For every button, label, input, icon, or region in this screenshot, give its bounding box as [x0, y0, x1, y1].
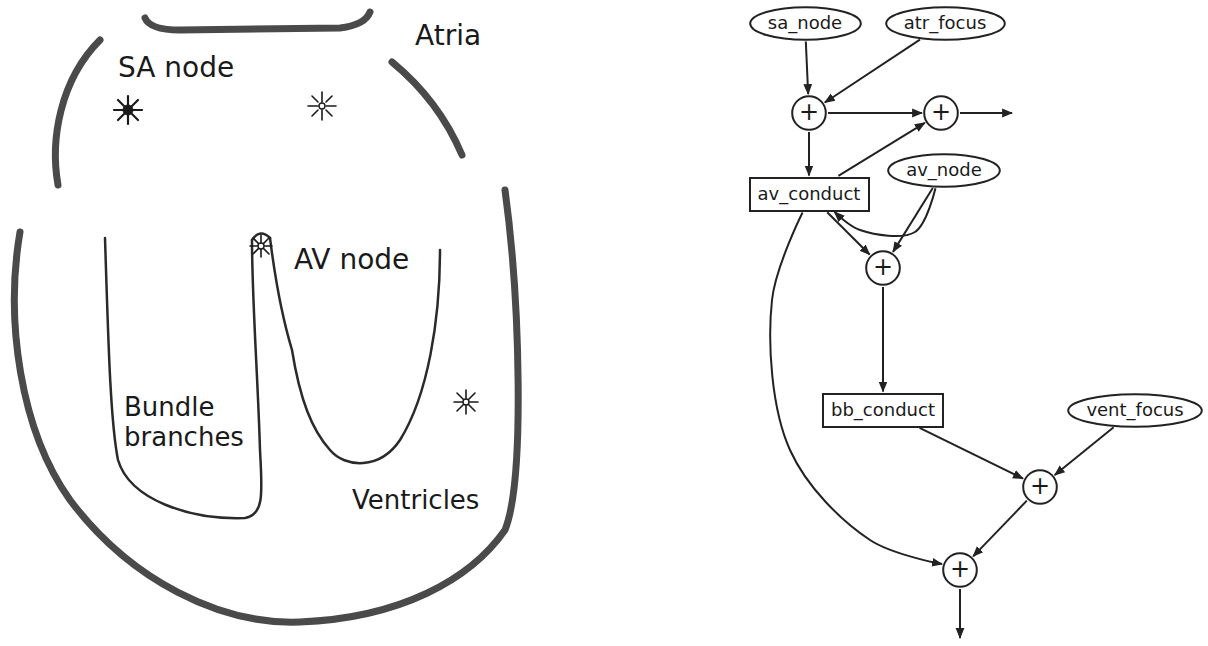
node-text: +: [931, 99, 951, 127]
output-arrow: [960, 112, 1012, 114]
node-text: +: [873, 254, 893, 282]
node-text: av_conduct: [758, 184, 861, 205]
signal-arrow: [882, 287, 884, 392]
signal-arrow: [828, 112, 922, 114]
part-label: Ventricles: [352, 486, 479, 516]
circle-outline: [792, 96, 826, 130]
sum-circle: +: [1022, 469, 1058, 505]
process-box: av_conduct: [749, 177, 870, 212]
process-box: bb_conduct: [822, 393, 944, 428]
sum-circle: +: [942, 552, 978, 588]
pacemaker-star: [123, 105, 133, 115]
signal-arrow: [825, 40, 920, 103]
node-text: sa_node: [768, 13, 842, 34]
part-label: AV node: [294, 244, 409, 276]
part-label: SA node: [118, 52, 234, 84]
output-arrow: [959, 589, 961, 638]
sum-circle: +: [923, 95, 959, 131]
signal-arrow: [806, 41, 808, 94]
atrium-wall: [392, 62, 462, 155]
sum-circle: +: [791, 95, 827, 131]
part-label: Bundle branches: [124, 393, 256, 453]
oval-outline: [1068, 394, 1202, 427]
atrium-wall: [55, 40, 100, 185]
focus-star: [258, 243, 264, 249]
node-text: +: [799, 99, 819, 127]
part-label: Atria: [415, 20, 481, 52]
sum-circle: +: [865, 250, 901, 286]
oval-outline: [886, 7, 1005, 40]
node-text: +: [950, 556, 970, 584]
bundle-branch-line: [105, 238, 261, 518]
node-text: atr_focus: [904, 13, 987, 34]
source-oval: vent_focus: [1067, 393, 1203, 428]
pacemaker-star: [114, 96, 142, 124]
signal-arrow: [770, 212, 942, 564]
focus-star: [308, 92, 336, 120]
circle-outline: [1023, 470, 1057, 504]
circle-outline: [866, 251, 900, 285]
signal-arrow: [808, 132, 810, 176]
node-text: vent_focus: [1086, 400, 1183, 421]
node-text: +: [1030, 473, 1050, 501]
signal-arrow: [827, 212, 869, 254]
node-text: bb_conduct: [831, 400, 935, 421]
atrium-wall: [145, 12, 370, 30]
focus-star: [319, 103, 325, 109]
source-oval: sa_node: [749, 6, 862, 41]
oval-outline: [750, 7, 861, 40]
signal-arrow: [973, 501, 1027, 557]
signal-arrow: [920, 428, 1023, 479]
bundle-branch-line: [270, 238, 440, 463]
source-oval: atr_focus: [885, 6, 1006, 41]
source-oval: av_node: [887, 153, 1001, 188]
ventricle-wall: [14, 190, 518, 622]
signal-arrow: [893, 188, 933, 252]
circle-outline: [924, 96, 958, 130]
node-text: av_node: [906, 160, 982, 181]
circle-outline: [943, 553, 977, 587]
focus-star: [454, 390, 478, 414]
signal-arrow: [1055, 427, 1114, 475]
oval-outline: [888, 154, 1000, 187]
focus-star: [463, 399, 469, 405]
focus-star: [250, 235, 272, 257]
